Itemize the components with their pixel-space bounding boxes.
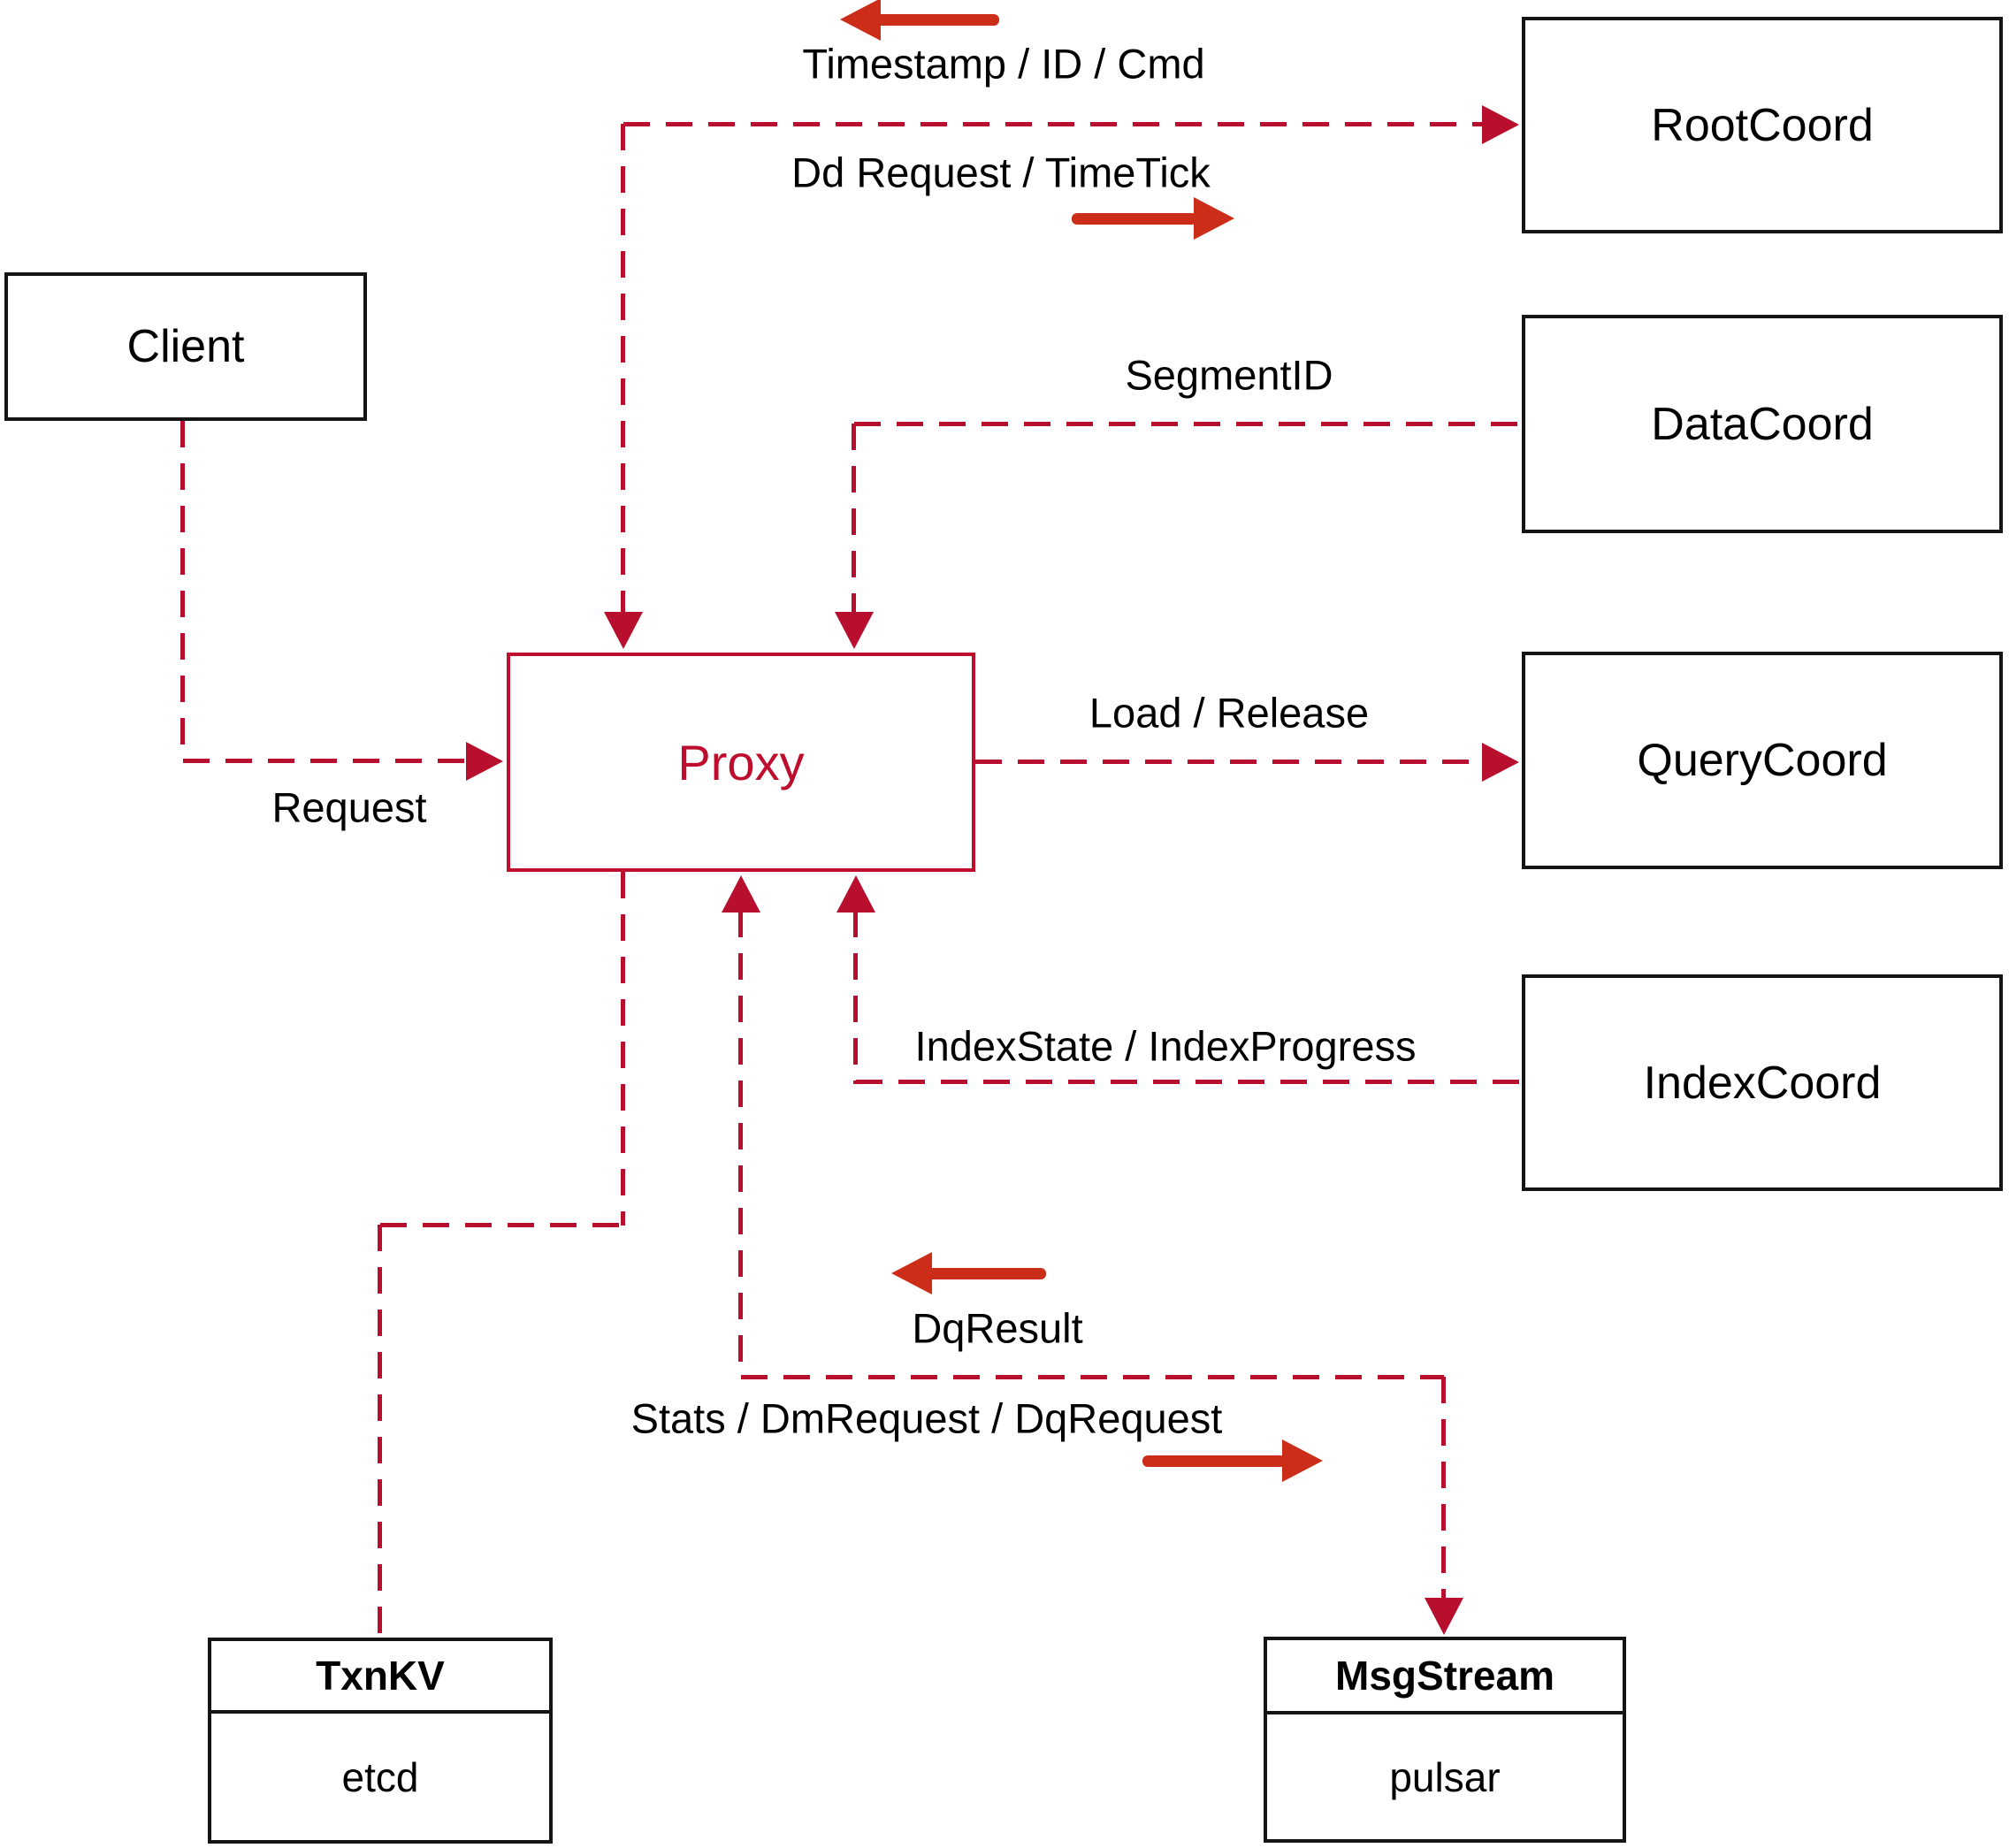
edge-indexcoord-proxy-vline	[853, 911, 858, 1084]
querycoord-node: QueryCoord	[1522, 652, 2003, 869]
client-label: Client	[126, 321, 245, 372]
edge-label-dq-result: DqResult	[912, 1304, 1083, 1352]
arrow-down-icon	[604, 612, 643, 649]
indexcoord-node: IndexCoord	[1522, 974, 2003, 1191]
edge-proxy-txnkv-hline	[380, 1223, 625, 1227]
arrow-down-icon	[1425, 1598, 1463, 1635]
edge-label-segment-id: SegmentID	[1125, 351, 1333, 399]
client-node: Client	[4, 272, 367, 421]
datacoord-node: DataCoord	[1522, 315, 2003, 533]
arrow-right-icon	[1482, 743, 1519, 782]
edge-proxy-txnkv-vline2	[378, 1225, 382, 1638]
edge-proxy-rootcoord-hline	[623, 122, 1486, 126]
edge-proxy-msgstream-vline1	[738, 911, 743, 1377]
edge-label-timestamp: Timestamp / ID / Cmd	[802, 40, 1205, 88]
arrow-down-icon	[835, 612, 874, 649]
txnkv-node: TxnKV etcd	[208, 1638, 553, 1844]
edge-client-proxy-vline	[180, 421, 185, 760]
proxy-label: Proxy	[677, 734, 805, 790]
querycoord-label: QueryCoord	[1637, 735, 1888, 786]
edge-proxy-msgstream-vline2	[1441, 1377, 1446, 1600]
txnkv-title: TxnKV	[211, 1641, 549, 1714]
edge-datacoord-proxy-vline	[852, 424, 856, 612]
edge-proxy-msgstream-hline	[741, 1375, 1444, 1379]
edge-proxy-txnkv-vline1	[621, 872, 625, 1226]
msgstream-node: MsgStream pulsar	[1264, 1637, 1626, 1843]
rootcoord-node: RootCoord	[1522, 17, 2003, 233]
txnkv-subtitle: etcd	[341, 1753, 419, 1800]
msgstream-subtitle: pulsar	[1389, 1753, 1501, 1800]
arrow-up-icon	[722, 875, 760, 913]
edge-label-load-release: Load / Release	[1089, 689, 1370, 737]
edge-indexcoord-proxy-hline	[856, 1080, 1522, 1084]
arrow-right-icon	[1482, 105, 1519, 144]
edge-label-dd-request: Dd Request / TimeTick	[791, 149, 1211, 196]
edge-label-index-state: IndexState / IndexProgress	[914, 1022, 1417, 1070]
proxy-node: Proxy	[507, 653, 975, 872]
edge-proxy-rootcoord-vline	[621, 124, 625, 612]
edge-client-proxy-hline	[183, 759, 468, 763]
edge-label-stats: Stats / DmRequest / DqRequest	[630, 1394, 1223, 1442]
arrow-right-icon	[466, 742, 503, 781]
msgstream-title: MsgStream	[1267, 1640, 1623, 1714]
rootcoord-label: RootCoord	[1651, 99, 1874, 151]
edge-datacoord-proxy-hline	[854, 422, 1522, 426]
indexcoord-label: IndexCoord	[1643, 1057, 1882, 1109]
edge-proxy-querycoord-hline	[975, 760, 1484, 764]
arrow-up-icon	[836, 875, 875, 913]
datacoord-label: DataCoord	[1651, 398, 1874, 450]
edge-label-request: Request	[271, 783, 427, 831]
